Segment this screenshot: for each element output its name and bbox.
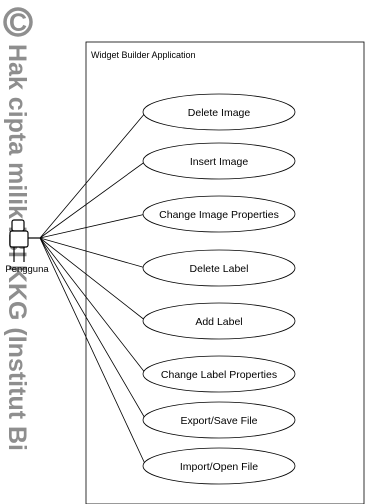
association-line [39,160,147,239]
use-case-ellipse[interactable] [142,401,296,439]
use-case-add-label[interactable]: Add Label [142,302,296,340]
association-line [39,237,147,322]
use-case-ellipse[interactable] [142,302,296,340]
association-line [39,237,147,421]
use-case-ellipse[interactable] [142,447,296,485]
association-line [39,111,147,239]
use-case-label: Import/Open File [180,461,258,473]
actor-label: Pengguna [5,264,49,275]
use-case-ellipse[interactable] [142,142,296,180]
association-line [39,237,147,269]
association-line [39,237,147,467]
use-case-ellipse[interactable] [142,195,296,233]
use-case-label: Delete Label [190,263,249,275]
use-case-delete-image[interactable]: Delete Image [142,93,296,131]
use-case-ellipse[interactable] [142,93,296,131]
actor-icon [9,219,40,262]
system-title: Widget Builder Application [91,50,196,60]
use-case-ellipse[interactable] [142,355,296,393]
actor-head [11,219,25,232]
use-case-label: Export/Save File [180,415,257,427]
copyright-symbol: C [9,9,27,37]
use-case-group: Delete Image Insert Image Change Image P… [142,93,296,485]
copyright-symbol-circle [3,7,33,37]
use-case-label: Insert Image [190,156,249,168]
use-case-change-image-properties[interactable]: Change Image Properties [142,195,296,233]
use-case-insert-image[interactable]: Insert Image [142,142,296,180]
association-line [39,213,147,239]
association-line [39,237,147,375]
association-lines [39,111,147,467]
use-case-label: Change Image Properties [159,209,279,221]
actor-body [9,230,29,248]
use-case-label: Add Label [195,316,242,328]
use-case-delete-label[interactable]: Delete Label [142,249,296,287]
use-case-label: Delete Image [188,107,251,119]
use-case-import-open-file[interactable]: Import/Open File [142,447,296,485]
use-case-export-save-file[interactable]: Export/Save File [142,401,296,439]
use-case-label: Change Label Properties [161,369,277,381]
use-case-ellipse[interactable] [142,249,296,287]
use-case-change-label-properties[interactable]: Change Label Properties [142,355,296,393]
actor-pengguna[interactable]: Pengguna [5,219,49,275]
